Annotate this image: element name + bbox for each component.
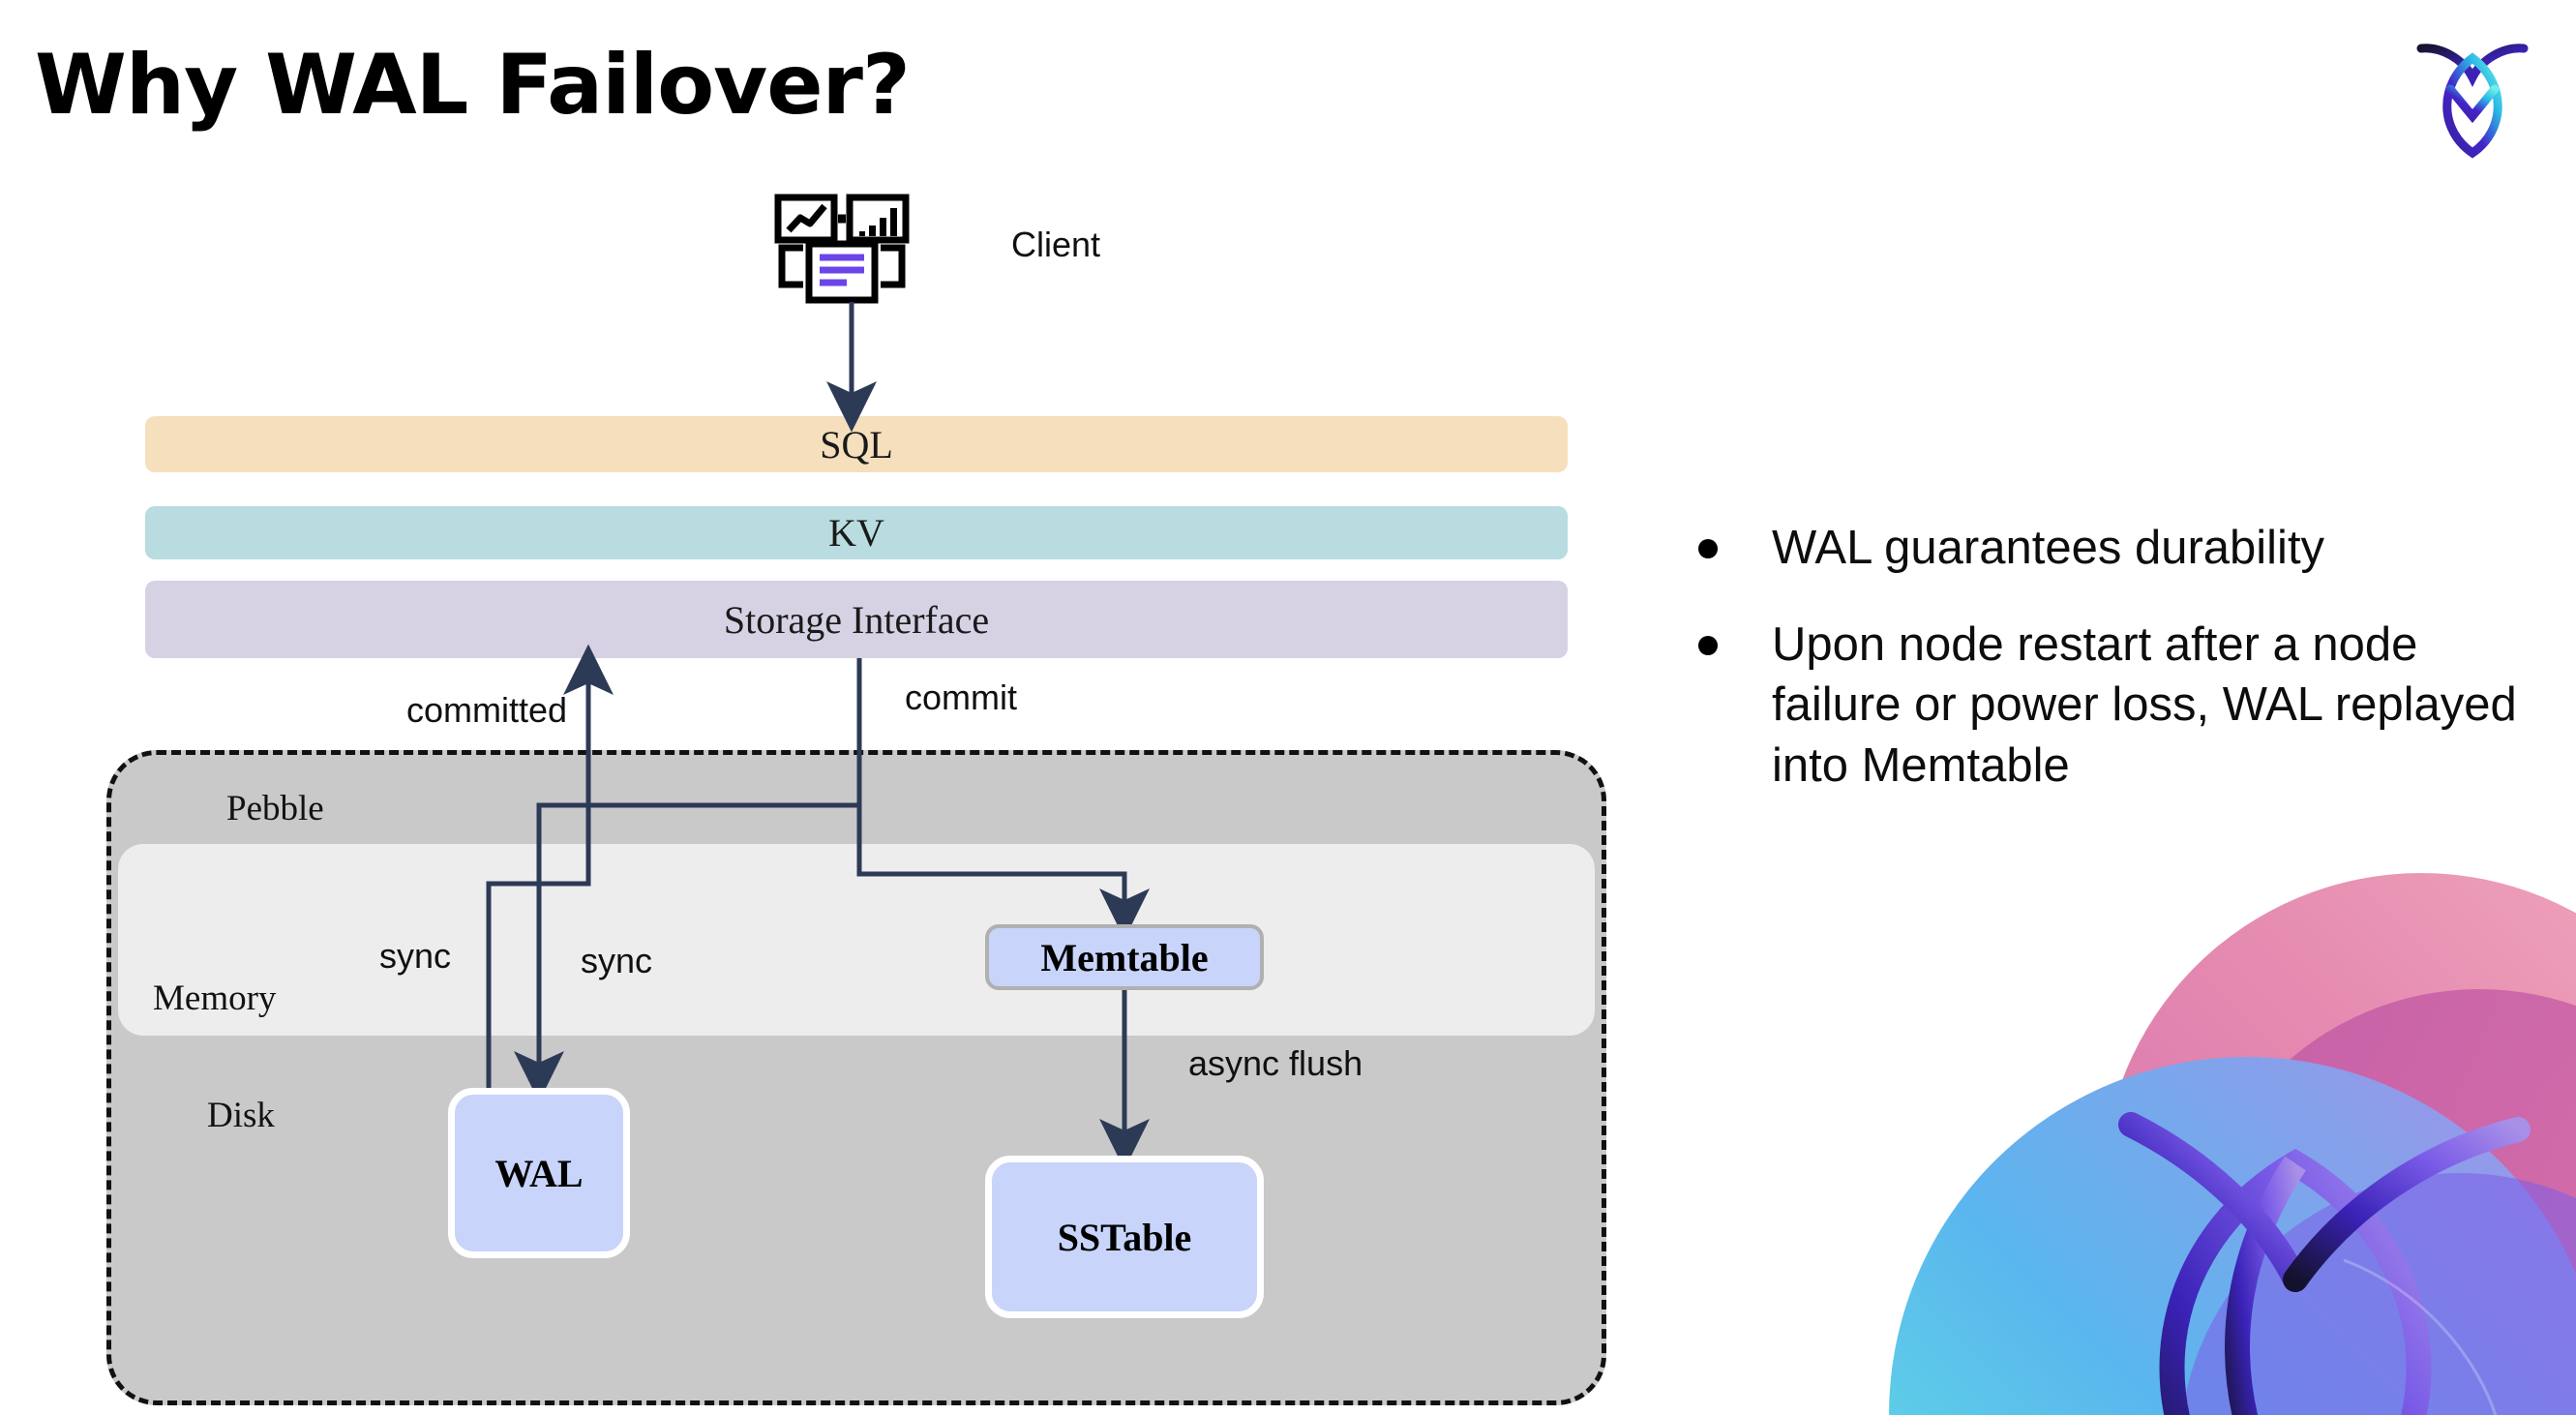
- bullet-text: WAL guarantees durability: [1772, 522, 2325, 574]
- bullet-text: Upon node restart after a node failure o…: [1772, 618, 2517, 792]
- client-label: Client: [1011, 225, 1101, 264]
- bullet-list: WAL guarantees durability Upon node rest…: [1698, 518, 2531, 832]
- bullet-dot-icon: [1698, 636, 1718, 656]
- node-label-memtable: Memtable: [1040, 935, 1209, 979]
- list-item: Upon node restart after a node failure o…: [1698, 615, 2531, 796]
- client-dashboard-icon: [774, 194, 929, 319]
- node-memtable: Memtable: [985, 924, 1264, 990]
- node-label-sstable: SSTable: [1057, 1215, 1192, 1259]
- node-wal: WAL: [448, 1088, 630, 1258]
- architecture-diagram: Client SQL KV Storage Interface Pebble M…: [106, 194, 1606, 1405]
- decorative-brand-graphic: [1841, 873, 2576, 1415]
- memory-zone: [118, 844, 1595, 1036]
- edge-label-committed: committed: [406, 690, 568, 730]
- cockroachdb-logo: [2410, 27, 2535, 163]
- layer-bar-sql: SQL: [145, 416, 1568, 472]
- layer-bar-storage-interface: Storage Interface: [145, 581, 1568, 658]
- list-item: WAL guarantees durability: [1698, 518, 2531, 578]
- edge-label-sync-committed: sync: [379, 936, 452, 976]
- memory-label: Memory: [153, 978, 277, 1018]
- layer-bar-kv: KV: [145, 506, 1568, 559]
- edge-label-async-flush: async flush: [1188, 1043, 1363, 1083]
- bullet-dot-icon: [1698, 539, 1718, 558]
- layer-label-sql: SQL: [820, 422, 893, 467]
- layer-label-kv: KV: [828, 511, 884, 555]
- page-title: Why WAL Failover?: [35, 37, 911, 134]
- layer-label-storage-interface: Storage Interface: [723, 597, 990, 642]
- node-label-wal: WAL: [494, 1151, 584, 1195]
- node-sstable: SSTable: [985, 1156, 1264, 1318]
- edge-label-commit: commit: [905, 677, 1017, 717]
- disk-label: Disk: [207, 1096, 275, 1135]
- pebble-label: Pebble: [226, 789, 324, 828]
- edge-label-sync-wal: sync: [581, 941, 653, 980]
